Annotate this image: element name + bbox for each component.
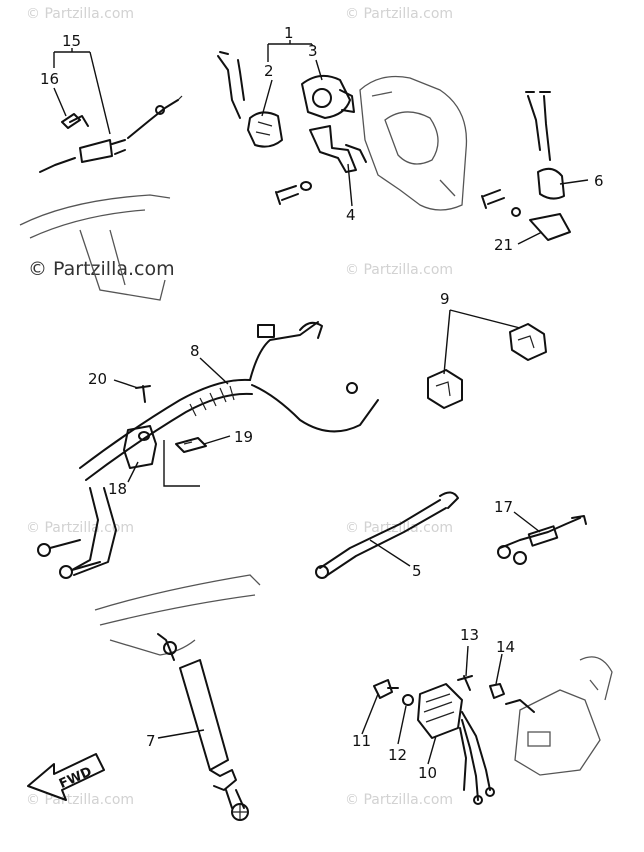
callout-10: 10 [418,764,437,782]
part-10-lead [505,699,535,713]
callout-3: 3 [308,42,318,60]
part-20-screw [135,385,151,403]
watermark-dark: © Partzilla.com [28,258,175,280]
callout-4: 4 [346,206,356,224]
part-6-switch [525,91,565,200]
watermark: © Partzilla.com [26,6,135,22]
watermark: © Partzilla.com [345,6,454,22]
part-10-regulator [417,683,495,805]
part-9-clamp-lower [427,369,463,409]
callout-9: 9 [440,290,450,308]
part-14-nut [489,683,505,699]
callout-17: 17 [494,498,513,516]
part-21-plate [481,189,571,241]
part-19-clip [175,437,207,453]
callout-14: 14 [496,638,515,656]
fwd-arrow-icon: FWD [27,753,105,801]
callout-13: 13 [460,626,479,644]
callout-12: 12 [388,746,407,764]
part-7-sensor [157,633,249,821]
part-8-harness [37,321,379,579]
callout-20: 20 [88,370,107,388]
part-15-cable [39,95,183,173]
part-9-clamp-upper [509,323,547,361]
callout-5: 5 [412,562,422,580]
callout-19: 19 [234,428,253,446]
part-18-sleeve [123,425,157,469]
fwd-label: FWD [57,764,94,792]
watermark: © Partzilla.com [345,262,454,278]
watermark: © Partzilla.com [345,520,454,536]
part-12-washer [402,694,414,706]
leader-lines [53,40,589,765]
part-16-bolt [61,113,89,129]
hull-outline-lower-left [94,574,261,656]
part-4-bracket [309,125,367,173]
bracket-outline-lower-right [514,656,613,776]
watermark: © Partzilla.com [345,792,454,808]
bolt-washer-1 [275,181,312,205]
part-17-connector [497,515,587,565]
callout-21: 21 [494,236,513,254]
part-5-cable [315,491,459,579]
bracket-line-18-19 [163,440,200,487]
callout-2: 2 [264,62,274,80]
part-3-coil-body [301,74,355,119]
callout-18: 18 [108,480,127,498]
part-13-bolt [457,675,473,691]
hull-outline-upper-left [19,194,171,301]
part-2-coil [217,51,283,148]
callout-16: 16 [40,70,59,88]
callout-11: 11 [352,732,371,750]
callout-labels: 15 16 1 2 3 4 6 21 9 8 20 19 18 5 17 7 1… [40,24,604,782]
callout-6: 6 [594,172,604,190]
callout-1: 1 [284,24,294,42]
watermark: © Partzilla.com [26,520,135,536]
callout-8: 8 [190,342,200,360]
callout-7: 7 [146,732,156,750]
callout-15: 15 [62,32,81,50]
engine-cover-outline [359,75,468,211]
